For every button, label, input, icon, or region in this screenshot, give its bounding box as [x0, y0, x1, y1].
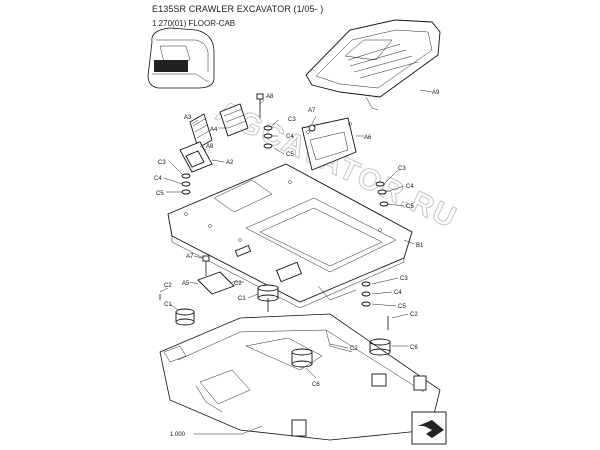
callout-b1: B1 [416, 243, 424, 249]
reference-1000: 1.000 [170, 432, 186, 438]
callout-c2-low: C2 [350, 346, 358, 352]
callout-c2-left: C2 [164, 283, 172, 289]
washer-stack-left [181, 173, 191, 195]
lower-frame [159, 313, 441, 441]
callout-c5-mid: C5 [398, 304, 406, 310]
mount-c6-right [369, 316, 391, 356]
callout-c4-right: C4 [406, 184, 414, 190]
callout-c2-right: C2 [410, 312, 418, 318]
callout-c2-mid: C2 [234, 281, 242, 287]
callout-a9: A9 [432, 90, 440, 96]
washer-stack-right [375, 181, 389, 207]
diagram-title: E135SR CRAWLER EXCAVATOR (1/05- ) [152, 4, 324, 14]
callout-c4-mid: C4 [394, 290, 402, 296]
washer-stack-top [256, 93, 273, 149]
floor-mat-a9 [305, 19, 441, 111]
cab-thumbnail-icon [147, 27, 215, 89]
callout-a2: A2 [226, 160, 234, 166]
callout-c4-left: C4 [154, 176, 162, 182]
callout-c5-top: C5 [286, 152, 294, 158]
mount-c1-left [159, 294, 195, 326]
pedal-base-a2 [179, 141, 213, 173]
callout-c3-right: C3 [398, 166, 406, 172]
leader-lines [159, 89, 433, 435]
callout-a7-mid: A7 [186, 254, 194, 260]
callout-a6: A6 [364, 135, 372, 141]
callout-c1-left: C1 [164, 302, 172, 308]
mount-c1-mid [257, 284, 279, 312]
callout-c6-low: C6 [312, 382, 320, 388]
callout-a8-top: A8 [266, 94, 274, 100]
floor-plate-b1 [167, 163, 413, 309]
callout-c1-mid: C1 [238, 296, 246, 302]
callout-a8-left: A8 [206, 144, 214, 150]
bracket-plate-a6 [301, 117, 357, 171]
callout-a7-top: A7 [308, 108, 316, 114]
callout-a4: A4 [210, 127, 218, 133]
pedal-a3 [189, 113, 213, 149]
plate-a5 [197, 255, 235, 295]
callout-c5-left: C5 [156, 191, 164, 197]
callout-c5-right: C5 [406, 204, 414, 210]
section-title: 1.270(01) FLOOR-CAB [152, 19, 236, 28]
callout-a3: A3 [184, 115, 192, 121]
callout-c3-top: C3 [288, 117, 296, 123]
callout-c3-left: C3 [158, 160, 166, 166]
callout-c6-right: C6 [410, 345, 418, 351]
callout-c4-top: C4 [286, 134, 294, 140]
callout-a5: A5 [182, 281, 190, 287]
mount-c6-low [291, 348, 313, 368]
bolt-a7-top [308, 124, 316, 132]
next-page-arrow-icon[interactable] [411, 411, 447, 445]
washer-stack-mid [361, 281, 371, 307]
callout-c3-mid: C3 [400, 276, 408, 282]
